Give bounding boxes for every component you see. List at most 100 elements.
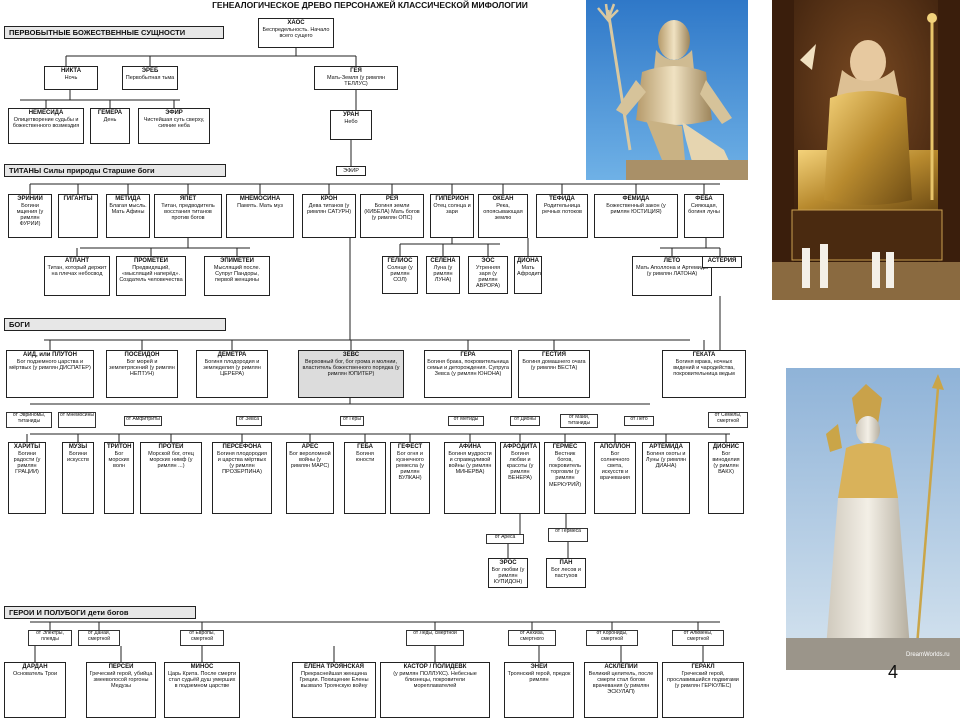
node-name: КАСТОР / ПОЛИДЕВК	[403, 664, 467, 670]
node-desc: (у римлян ПОЛЛУКС). Небесные близнецы, п…	[393, 670, 477, 690]
node-name: ГЕСТИЯ	[542, 352, 566, 358]
node-desc: Прекраснейшая женщина Греции. Похищение …	[299, 670, 369, 690]
node-name: СЕЛЕНА	[430, 258, 456, 264]
node-desc: Первобытная тьма	[125, 74, 175, 81]
node-desc: Богиня мрака, ночных видений и чародейст…	[673, 358, 735, 378]
connector-lines	[20, 48, 730, 662]
node-name: ГЕКАТА	[692, 352, 716, 358]
node-desc: Бог морей и землетрясений (у римлян НЕПТ…	[109, 358, 175, 378]
page-number: 4	[888, 662, 899, 682]
node-name: АРТЕМИДА	[649, 444, 683, 450]
parent-label-from_mnemosyne: от Мнемосины	[58, 412, 96, 428]
parent-label-from_coronis: от Корониды, смертной	[586, 630, 638, 646]
node-name: АФИНА	[458, 444, 482, 450]
node-name: ДИОНИС	[712, 444, 740, 450]
node-desc: День	[103, 116, 117, 123]
node-name: ТЕФИДА	[549, 196, 575, 202]
node-desc: Троянский герой, предок римлян	[507, 670, 571, 683]
node-desc: Богини мщения (у римлян ФУРИИ)	[16, 202, 44, 228]
node-desc: Титан, который держит на плечах небосвод	[47, 264, 107, 277]
node-name: НИКТА	[60, 68, 82, 74]
node-desc: Родительница речных потоков	[542, 202, 582, 215]
parent-label-from_hermes: от Гермеса	[548, 528, 588, 542]
parent-label-from_europa: от Европы, смертной	[180, 630, 224, 646]
node-name: ЭНЕЙ	[530, 664, 548, 670]
node-name: ДИОНА	[517, 258, 539, 264]
node-desc: Бог подземного царства и мёртвых (у римл…	[9, 358, 91, 371]
parent-label-from_alcmene: от Алкмены, смертной	[672, 630, 724, 646]
node-name: ФЕМИДА	[622, 196, 650, 202]
node-name: АСТЕРИЯ	[707, 258, 737, 264]
node-name: АСКЛЕПИЙ	[604, 664, 638, 670]
node-name: ЭФИР	[165, 110, 183, 116]
node-name: АРЕС	[301, 444, 319, 450]
node-name: ДАРДАН	[22, 664, 48, 670]
node-name: МНЕМОСИНА	[239, 196, 281, 202]
node-name: ГЕРА	[460, 352, 476, 358]
node-name: ПРОМЕТЕЙ	[134, 258, 168, 264]
parent-label-from_dione: от Дионы	[510, 416, 540, 426]
node-desc: Беспредельность. Начало всего сущего	[262, 26, 330, 39]
node-name: ПРОТЕЙ	[158, 444, 184, 450]
node-asteria: АСТЕРИЯ	[702, 256, 742, 268]
parent-label-from_anchises: от Анхиза, смертного	[508, 630, 556, 646]
node-name: РЕЯ	[385, 196, 399, 202]
parent-label-from_ares: от Ареса	[486, 534, 524, 544]
node-name: ГЕФЕСТ	[397, 444, 423, 450]
page-title: ГЕНЕАЛОГИЧЕСКОЕ ДРЕВО ПЕРСОНАЖЕЙ КЛАССИЧ…	[212, 0, 528, 10]
node-desc: Бог морских волн	[108, 450, 130, 470]
node-desc: Бог солнечного света, искусств и врачева…	[600, 450, 630, 482]
poseidon-statue-photo	[586, 0, 748, 180]
node-desc: Царь Крита. После смерти стал судьёй душ…	[167, 670, 237, 690]
node-name: ПЕРСЕЙ	[108, 664, 134, 670]
node-desc: Дева титанов (у римлян САТУРН)	[306, 202, 352, 215]
node-name: МИНОС	[190, 664, 214, 670]
section-heading-gods: БОГИ	[4, 318, 226, 331]
node-name: ГЕЯ	[350, 68, 362, 74]
section-heading-primordial: ПЕРВОБЫТНЫЕ БОЖЕСТВЕННЫЕ СУЩНОСТИ	[4, 26, 224, 39]
node-name: ПАН	[559, 560, 573, 566]
node-desc: Мать-Земля (у римлян ТЕЛЛУС)	[327, 74, 385, 87]
node-desc: Солнце (у римлян СОЛ)	[387, 264, 413, 284]
node-desc: Предвидящий, «мыслящий наперёд». Создате…	[119, 264, 183, 284]
node-name: ОКЕАН	[492, 196, 514, 202]
node-desc: Небо	[344, 118, 358, 125]
zeus-statue-photo	[772, 0, 960, 300]
node-desc: Богиня охоты и Луны (у римлян ДИАНА)	[645, 450, 687, 470]
parent-label-from_zeus: от Зевса	[236, 416, 262, 426]
node-name: ГЕРМЕС	[552, 444, 578, 450]
node-desc: Бог лесов и пастухов	[551, 566, 581, 579]
node-desc: Бог вероломной войны (у римлян МАРС)	[289, 450, 331, 470]
node-desc: Богиня домашнего очага (у римлян ВЕСТА)	[522, 358, 586, 371]
node-name: АИД, или ПЛУТОН	[23, 352, 77, 358]
node-name: ПЕРСЕФОНА	[222, 444, 262, 450]
